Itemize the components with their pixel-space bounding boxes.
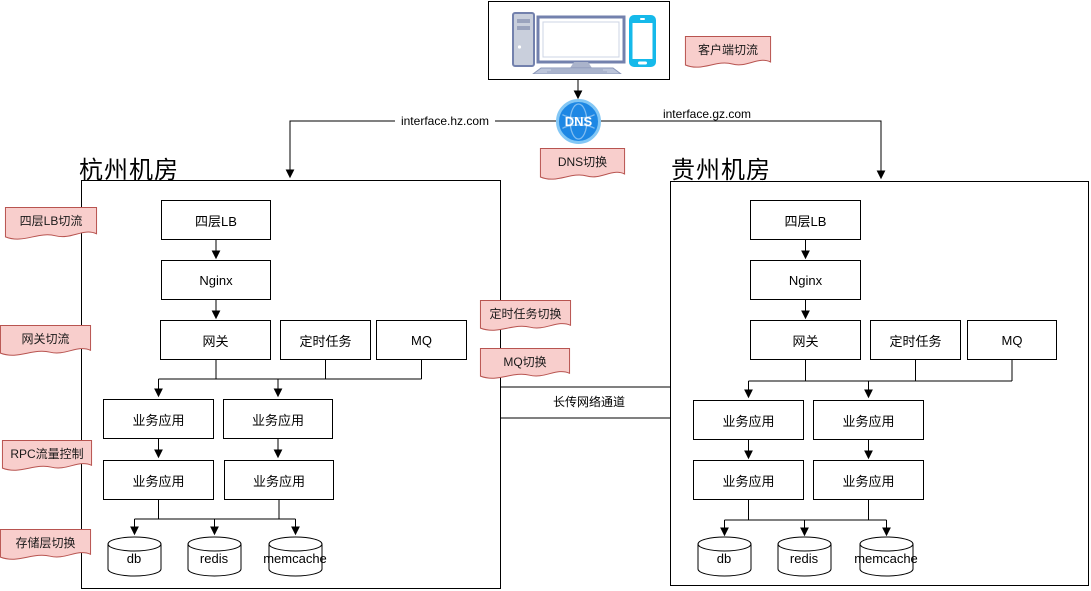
annotation-label: 存储层切换 bbox=[15, 536, 76, 550]
dc-left-l4lb-node: 四层LB bbox=[161, 200, 271, 240]
dc-right-app-node-3: 业务应用 bbox=[693, 460, 804, 500]
storage-cylinders bbox=[107, 536, 914, 577]
annotation-rpc-control: RPC流量控制 bbox=[2, 440, 92, 473]
wan-channel-lines bbox=[501, 386, 670, 419]
wan-channel-label: 长传网络通道 bbox=[535, 395, 643, 409]
route-label-hz: interface.hz.com bbox=[395, 114, 495, 128]
dc-left-mq-node: MQ bbox=[376, 320, 467, 360]
dc-left-memcache-label: memcache bbox=[263, 551, 327, 566]
annotation-client-switch: 客户端切流 bbox=[685, 36, 771, 70]
annotation-label: 客户端切流 bbox=[697, 43, 758, 57]
document-shape bbox=[5, 207, 97, 242]
redis-cylinder-left bbox=[187, 536, 242, 577]
dc-left-app-node-4: 业务应用 bbox=[224, 460, 334, 500]
dc-left-cron-node: 定时任务 bbox=[280, 320, 371, 360]
dc-right-frame bbox=[670, 181, 1089, 586]
annotation-label: DNS切换 bbox=[557, 155, 608, 169]
dc-right-redis-label: redis bbox=[789, 551, 819, 566]
dc-right-db-label: db bbox=[716, 551, 732, 566]
db-cylinder-left bbox=[107, 536, 162, 577]
annotation-label: 四层LB切流 bbox=[19, 214, 83, 228]
dc-right-app-node-4: 业务应用 bbox=[813, 460, 924, 500]
client-devices-illustration bbox=[512, 12, 656, 74]
dc-right-l4lb-node: 四层LB bbox=[750, 200, 861, 240]
dc-left-app-node-3: 业务应用 bbox=[103, 460, 214, 500]
dc-left-frame bbox=[81, 180, 501, 589]
document-shape bbox=[2, 440, 92, 473]
annotation-label: 网关切流 bbox=[21, 332, 70, 346]
dc-left-redis-label: redis bbox=[199, 551, 229, 566]
redis-cylinder-right bbox=[777, 536, 832, 577]
dc-left-title: 杭州机房 bbox=[79, 157, 179, 184]
dc-left-app-node-2: 业务应用 bbox=[223, 399, 333, 439]
dc-left-nginx-node: Nginx bbox=[161, 260, 271, 300]
memcache-cylinder-right bbox=[859, 536, 914, 577]
dns-globe-icon bbox=[562, 103, 595, 140]
client-devices-box bbox=[488, 1, 670, 80]
dc-left-gateway-node: 网关 bbox=[160, 320, 271, 360]
dc-right-mq-node: MQ bbox=[967, 320, 1057, 360]
dc-right-title: 贵州机房 bbox=[671, 157, 771, 184]
annotation-label: RPC流量控制 bbox=[10, 447, 84, 461]
dc-right-app-node-1: 业务应用 bbox=[693, 400, 804, 440]
memcache-cylinder-left bbox=[268, 536, 323, 577]
document-shape bbox=[480, 348, 570, 381]
annotation-l4-switch: 四层LB切流 bbox=[5, 207, 97, 242]
annotation-gateway-switch: 网关切流 bbox=[0, 325, 91, 358]
document-shape bbox=[685, 36, 771, 70]
annotation-cron-switch: 定时任务切换 bbox=[480, 300, 571, 333]
dc-right-app-node-2: 业务应用 bbox=[813, 400, 924, 440]
dns-label: DNS bbox=[564, 114, 593, 129]
annotation-label: MQ切换 bbox=[503, 355, 547, 369]
dc-right-memcache-label: memcache bbox=[854, 551, 918, 566]
dc-left-connectors bbox=[130, 240, 422, 536]
dc-right-gateway-node: 网关 bbox=[750, 320, 861, 360]
route-label-gz: interface.gz.com bbox=[662, 107, 752, 121]
annotation-dns-switch: DNS切换 bbox=[540, 148, 625, 182]
dc-left-app-node-1: 业务应用 bbox=[103, 399, 214, 439]
annotation-label: 定时任务切换 bbox=[489, 307, 562, 321]
dc-left-db-label: db bbox=[126, 551, 142, 566]
document-shape bbox=[0, 529, 91, 562]
dc-right-connectors bbox=[720, 240, 1013, 537]
smartphone-icon bbox=[629, 15, 656, 67]
dc-right-nginx-node: Nginx bbox=[750, 260, 861, 300]
document-shape bbox=[540, 148, 625, 182]
db-cylinder-right bbox=[697, 536, 752, 577]
dc-right-cron-node: 定时任务 bbox=[870, 320, 961, 360]
document-shape bbox=[0, 325, 91, 358]
desktop-computer-icon bbox=[512, 12, 626, 74]
annotation-mq-switch: MQ切换 bbox=[480, 348, 570, 381]
dns-node: DNS bbox=[556, 99, 601, 144]
document-shape bbox=[480, 300, 571, 333]
annotation-storage-switch: 存储层切换 bbox=[0, 529, 91, 562]
